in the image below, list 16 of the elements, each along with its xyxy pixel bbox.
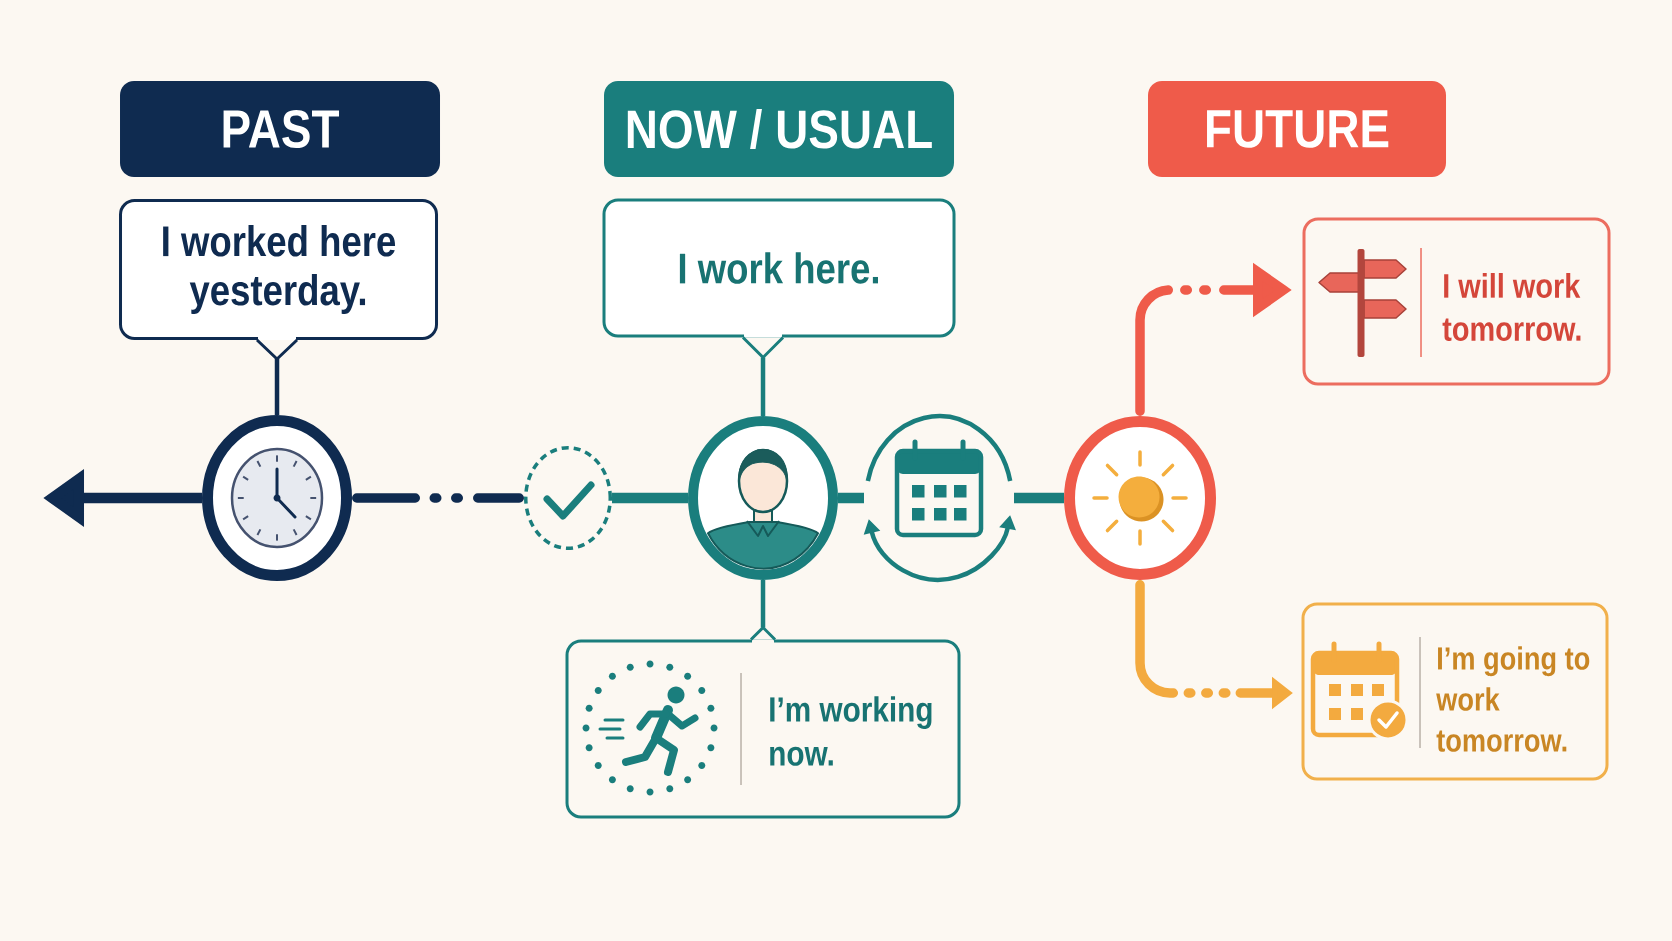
dashed-circle (524, 446, 612, 550)
speech-bubble: I worked here yesterday. (119, 199, 438, 340)
speech-bubble: I work here. (602, 198, 956, 338)
callout-box: I will work tomorrow. (1302, 217, 1611, 386)
callout-box: I’m going to work tomorrow. (1301, 602, 1609, 781)
connector-line (749, 580, 777, 641)
connector-line (741, 336, 785, 416)
connector-line (612, 492, 688, 504)
callout-box: I’m working now. (565, 639, 961, 819)
header-banner: PAST (120, 81, 440, 177)
dotted-line (352, 493, 524, 503)
connector-line (838, 492, 864, 504)
header-banner: FUTURE (1148, 81, 1446, 177)
connector-line (1014, 492, 1064, 504)
header-banner: NOW / USUAL (604, 81, 954, 177)
connector-line (255, 338, 299, 415)
